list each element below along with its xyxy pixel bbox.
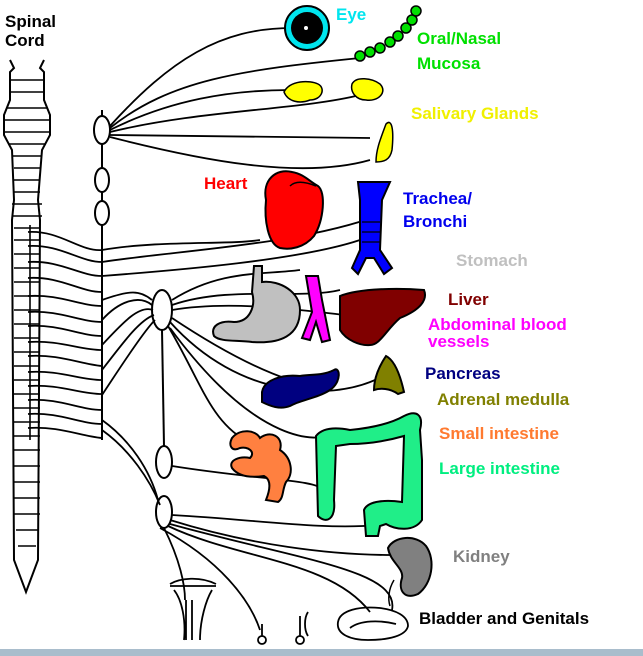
label-kidney: Kidney [453, 547, 510, 566]
heart-organ [264, 170, 324, 250]
label-eye: Eye [336, 5, 367, 24]
trachea-bronchi-organ [350, 181, 394, 276]
label-oral-nasal-mucosa: Oral/Nasal Mucosa [417, 29, 501, 73]
bladder-genitals-organ [169, 577, 409, 645]
spinal-cord-title: Spinal Cord [5, 12, 56, 50]
sympathetic-chain [93, 110, 173, 529]
celiac-ganglion [151, 289, 173, 331]
kidney-organ [386, 537, 433, 607]
large-intestine-organ [314, 412, 423, 537]
bottom-border-strip [0, 649, 643, 656]
nerve-fibers [27, 27, 394, 631]
label-oral-nasal-mucosa-line-1: Oral/Nasal [417, 29, 502, 48]
label-pancreas: Pancreas [425, 364, 501, 383]
label-adrenal-medulla: Adrenal medulla [437, 390, 570, 409]
spinal-cord-outline [3, 59, 51, 595]
eye-organ [284, 5, 330, 51]
liver-organ [339, 287, 426, 347]
label-abdominal-blood-vessels: Abdominal blood vessels [428, 316, 567, 350]
label-trachea-bronchi-line-2: Bronchi [403, 212, 468, 231]
adrenal-medulla-organ [372, 354, 406, 396]
salivary-glands-organ [283, 78, 394, 163]
label-abdominal-blood-vessels-line-1: Abdominal blood [428, 315, 567, 334]
oral-nasal-mucosa-organ [354, 5, 422, 62]
label-large-intestine: Large intestine [439, 459, 560, 478]
label-abdominal-blood-vessels-line-2: vessels [428, 332, 490, 351]
label-liver: Liver [448, 290, 489, 309]
stomach-organ [212, 265, 302, 344]
spinal-cord-title-line-1: Spinal [5, 12, 57, 31]
label-trachea-bronchi: Trachea/ Bronchi [403, 189, 472, 231]
superior-mesenteric-ganglion [155, 445, 173, 479]
label-salivary-glands: Salivary Glands [411, 104, 539, 123]
pancreas-organ [261, 368, 340, 409]
label-oral-nasal-mucosa-line-2: Mucosa [417, 54, 481, 73]
small-intestine-organ [229, 430, 292, 504]
spinal-cord-title-line-2: Cord [5, 31, 45, 50]
label-small-intestine: Small intestine [439, 424, 559, 443]
spinal-segments [4, 79, 50, 547]
abdominal-blood-vessels-organ [300, 275, 332, 344]
label-heart: Heart [204, 174, 248, 193]
label-stomach: Stomach [456, 251, 528, 270]
label-bladder-genitals: Bladder and Genitals [419, 609, 590, 628]
label-trachea-bronchi-line-1: Trachea/ [403, 189, 472, 208]
